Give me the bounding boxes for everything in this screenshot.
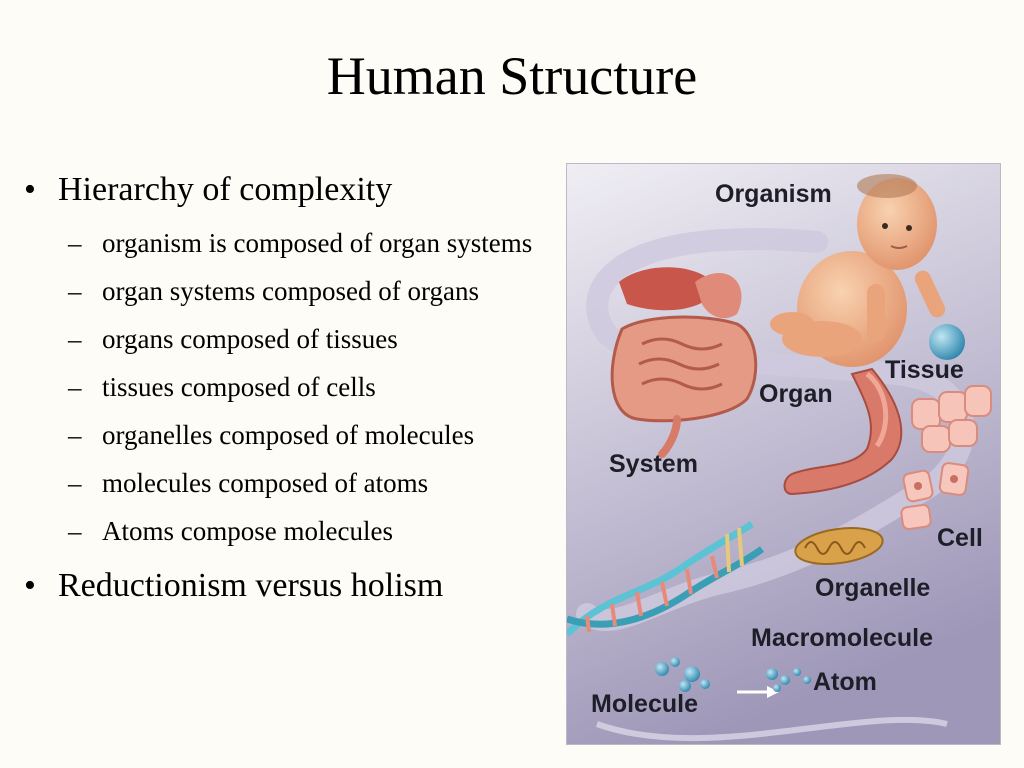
hierarchy-path (576, 228, 975, 631)
sub-bullet-dash: – (68, 468, 82, 498)
arrow-head-icon (767, 686, 779, 698)
hierarchy-illustration: Organism Tissue Organ System Cell Organe… (566, 163, 1001, 745)
sub-bullet-text: organelles composed of molecules (102, 420, 475, 450)
atom-icon (766, 668, 811, 692)
bullet-item: • Reductionism versus holism (18, 566, 548, 606)
bullet-dot: • (24, 567, 36, 604)
sub-bullet-text: organ systems composed of organs (102, 276, 479, 306)
digestive-system-icon (610, 267, 758, 458)
sub-bullet-dash: – (68, 420, 82, 450)
stomach-icon (783, 367, 903, 496)
sub-bullet-text: Atoms compose molecules (102, 516, 393, 546)
label-tissue: Tissue (885, 356, 964, 384)
sub-bullet-dash: – (68, 372, 82, 402)
sub-bullet-dash: – (68, 228, 82, 258)
sub-bullet-item: –molecules composed of atoms (58, 462, 548, 504)
mitochondrion-icon (794, 527, 884, 565)
bullet-list: • Hierarchy of complexity –organism is c… (18, 170, 548, 606)
bullet-text: Hierarchy of complexity (58, 171, 393, 208)
hierarchy-illustration-svg: Organism Tissue Organ System Cell Organe… (567, 164, 1000, 744)
sub-bullet-dash: – (68, 276, 82, 306)
sub-bullet-dash: – (68, 324, 82, 354)
label-cell: Cell (937, 524, 983, 552)
tissue-icon (911, 385, 992, 453)
sub-bullet-item: –tissues composed of cells (58, 366, 548, 408)
bullet-text: Reductionism versus holism (58, 567, 444, 604)
tissue-ball-icon (929, 324, 965, 360)
sub-bullet-dash: – (68, 516, 82, 546)
bullet-item: • Hierarchy of complexity (18, 170, 548, 210)
sub-bullet-item: –organism is composed of organ systems (58, 222, 548, 264)
label-macromolecule: Macromolecule (751, 624, 933, 652)
label-system: System (609, 450, 698, 478)
sub-bullet-item: –organ systems composed of organs (58, 270, 548, 312)
sub-bullet-item: –organs composed of tissues (58, 318, 548, 360)
sub-bullet-text: molecules composed of atoms (102, 468, 429, 498)
cell-icon (900, 462, 970, 531)
sub-bullet-text: organs composed of tissues (102, 324, 398, 354)
dna-icon (567, 521, 765, 637)
label-atom: Atom (813, 668, 877, 696)
sub-bullet-item: –Atoms compose molecules (58, 510, 548, 552)
slide-title: Human Structure (326, 46, 698, 106)
label-molecule: Molecule (591, 690, 698, 718)
bullet-dot: • (24, 171, 36, 208)
sub-bullet-text: organism is composed of organ systems (102, 228, 533, 258)
sub-bullet-text: tissues composed of cells (102, 372, 376, 402)
molecule-icon (655, 657, 710, 692)
label-organ: Organ (759, 380, 833, 408)
molecule-arrow-path (595, 716, 948, 742)
baby-icon (770, 174, 946, 367)
label-organelle: Organelle (815, 574, 930, 602)
label-organism: Organism (715, 180, 832, 208)
sub-bullet-item: –organelles composed of molecules (58, 414, 548, 456)
